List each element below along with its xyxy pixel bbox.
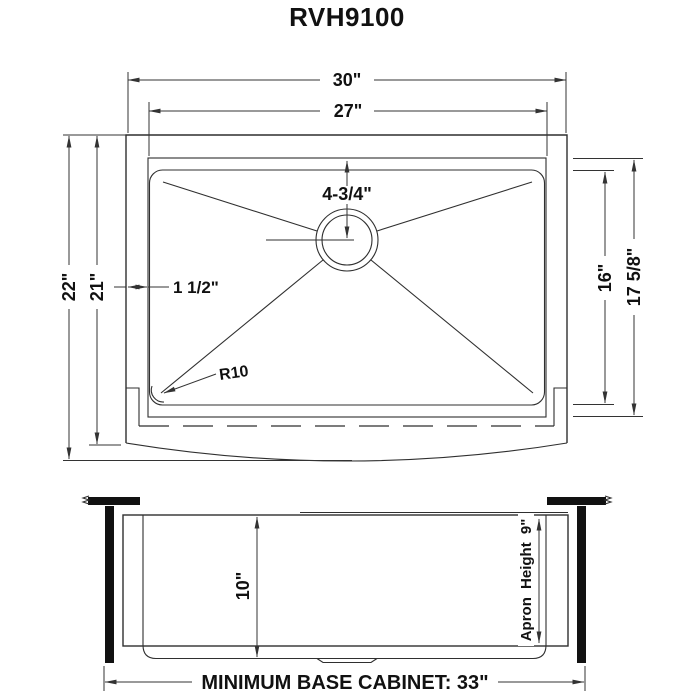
dim-text-mask xyxy=(235,562,253,610)
dim-label-16: 16" xyxy=(595,264,615,293)
dim-label-21: 21" xyxy=(87,273,107,302)
slope-line-tr xyxy=(376,181,533,232)
dim-opening-width: 27" xyxy=(148,101,548,156)
dim-bowl-depth-10: 10" xyxy=(233,516,260,658)
top-view: 30" 27" 22" 21" xyxy=(59,70,644,462)
dim-label-10: 10" xyxy=(233,572,253,601)
slope-line-bl xyxy=(160,259,324,394)
dim-opening-depth: 17 5/8" xyxy=(573,158,644,417)
cabinet-side-left xyxy=(105,506,114,663)
slope-line-br xyxy=(370,259,534,394)
front-view: 10" Apron Height 9" MINIMUM BASE CABINET… xyxy=(81,495,613,694)
dim-apron-height: Apron Height 9" xyxy=(518,514,542,646)
page-title: RVH9100 xyxy=(289,2,405,32)
right-notch xyxy=(553,387,567,426)
dim-text-mask xyxy=(61,265,79,309)
countertop-right xyxy=(547,497,606,505)
break-mark-right xyxy=(603,495,613,505)
dim-label-base-cabinet: MINIMUM BASE CABINET: 33" xyxy=(201,672,488,694)
sink-body-outline xyxy=(122,514,569,647)
dim-label-30: 30" xyxy=(333,70,362,90)
dim-bowl-depth-16: 16" xyxy=(573,170,615,405)
dim-label-drain: 4-3/4" xyxy=(322,184,372,204)
dim-text-mask xyxy=(626,239,644,315)
drain xyxy=(266,208,379,272)
countertop-left xyxy=(88,497,140,505)
cabinet-side-right xyxy=(577,506,586,663)
dim-label-r10: R10 xyxy=(218,363,250,384)
dim-label-rim-width: 1 1/2" xyxy=(173,278,219,297)
dim-text-mask xyxy=(320,101,374,121)
dim-text-mask xyxy=(89,265,107,309)
dim-drain-offset: 4-3/4" xyxy=(322,160,372,239)
leader-line xyxy=(163,373,217,394)
left-notch xyxy=(126,387,140,426)
radius-arc-tick xyxy=(150,385,165,403)
apron-curve xyxy=(125,442,568,462)
dim-text-mask xyxy=(320,70,374,90)
dim-label-17-5-8: 17 5/8" xyxy=(624,248,644,307)
apron-panel xyxy=(142,515,547,660)
dim-text-mask xyxy=(597,256,615,300)
dim-rim-width: 1 1/2" xyxy=(114,278,219,297)
dim-rim-depth: 21" xyxy=(87,135,121,446)
drain-fitting xyxy=(316,658,378,664)
dim-overall-depth: 22" xyxy=(59,134,352,461)
dim-overall-width: 30" xyxy=(127,70,567,133)
bowl-slope-lines xyxy=(160,181,534,394)
dim-text-mask xyxy=(192,671,498,691)
slope-line-tl xyxy=(162,181,318,232)
dim-label-apron-height: Apron Height 9" xyxy=(518,519,535,642)
dim-corner-radius: R10 xyxy=(150,363,250,403)
dim-label-22: 22" xyxy=(59,273,79,302)
dim-label-27: 27" xyxy=(334,101,363,121)
dim-text-mask xyxy=(518,514,534,646)
break-mark-left xyxy=(81,495,91,505)
outer-rim-outline xyxy=(125,134,568,443)
dim-base-cabinet: MINIMUM BASE CABINET: 33" xyxy=(103,666,586,694)
